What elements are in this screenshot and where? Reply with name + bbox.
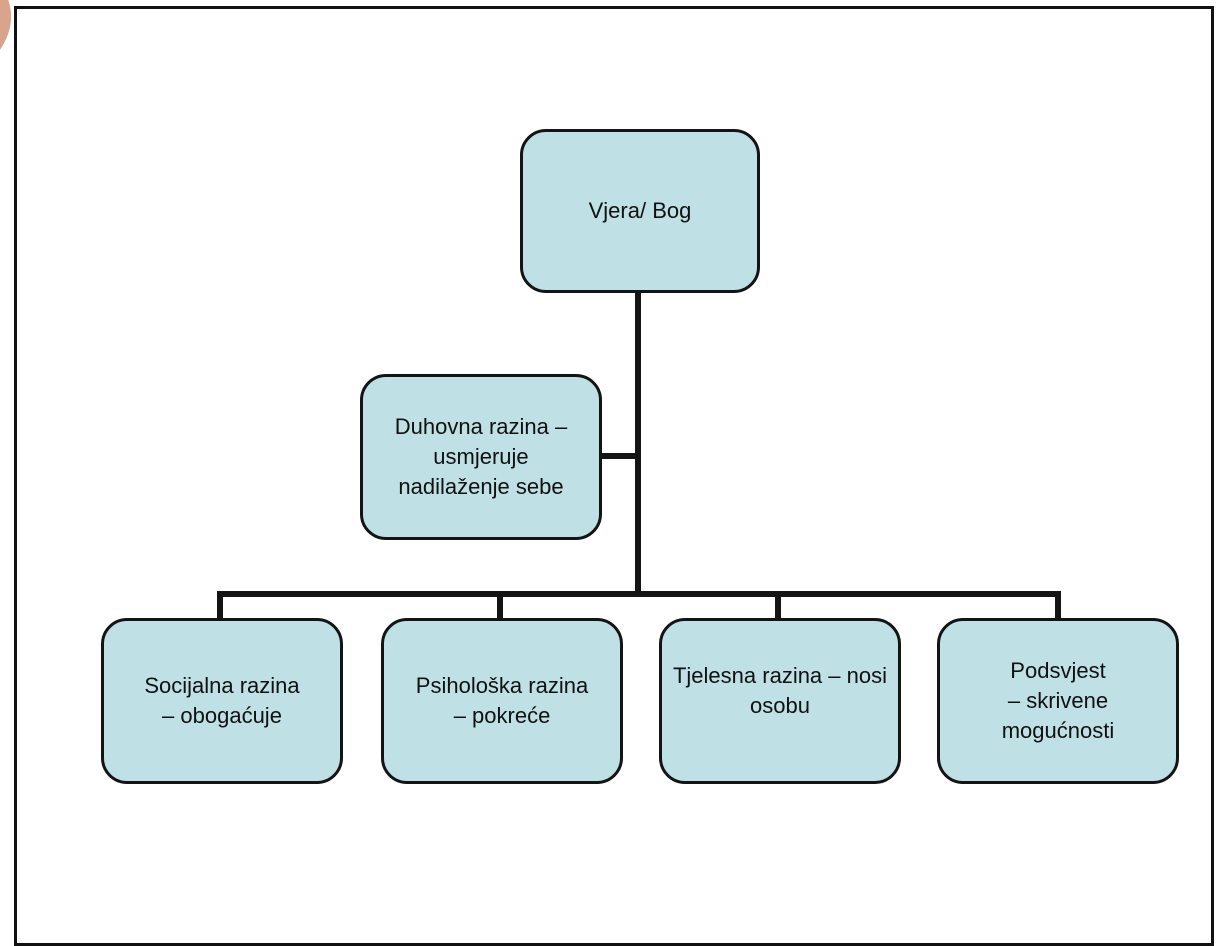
node-psychological-level: Psihološka razina – pokreće <box>381 618 623 784</box>
node-physical-level: Tjelesna razina – nosi osobu <box>659 618 901 784</box>
node-faith-god: Vjera/ Bog <box>520 129 760 293</box>
node-subconscious: Podsvjest – skrivene mogućnosti <box>937 618 1179 784</box>
node-spiritual-level: Duhovna razina – usmjeruje nadilaženje s… <box>360 374 602 540</box>
node-social-level: Socijalna razina – obogaćuje <box>101 618 343 784</box>
